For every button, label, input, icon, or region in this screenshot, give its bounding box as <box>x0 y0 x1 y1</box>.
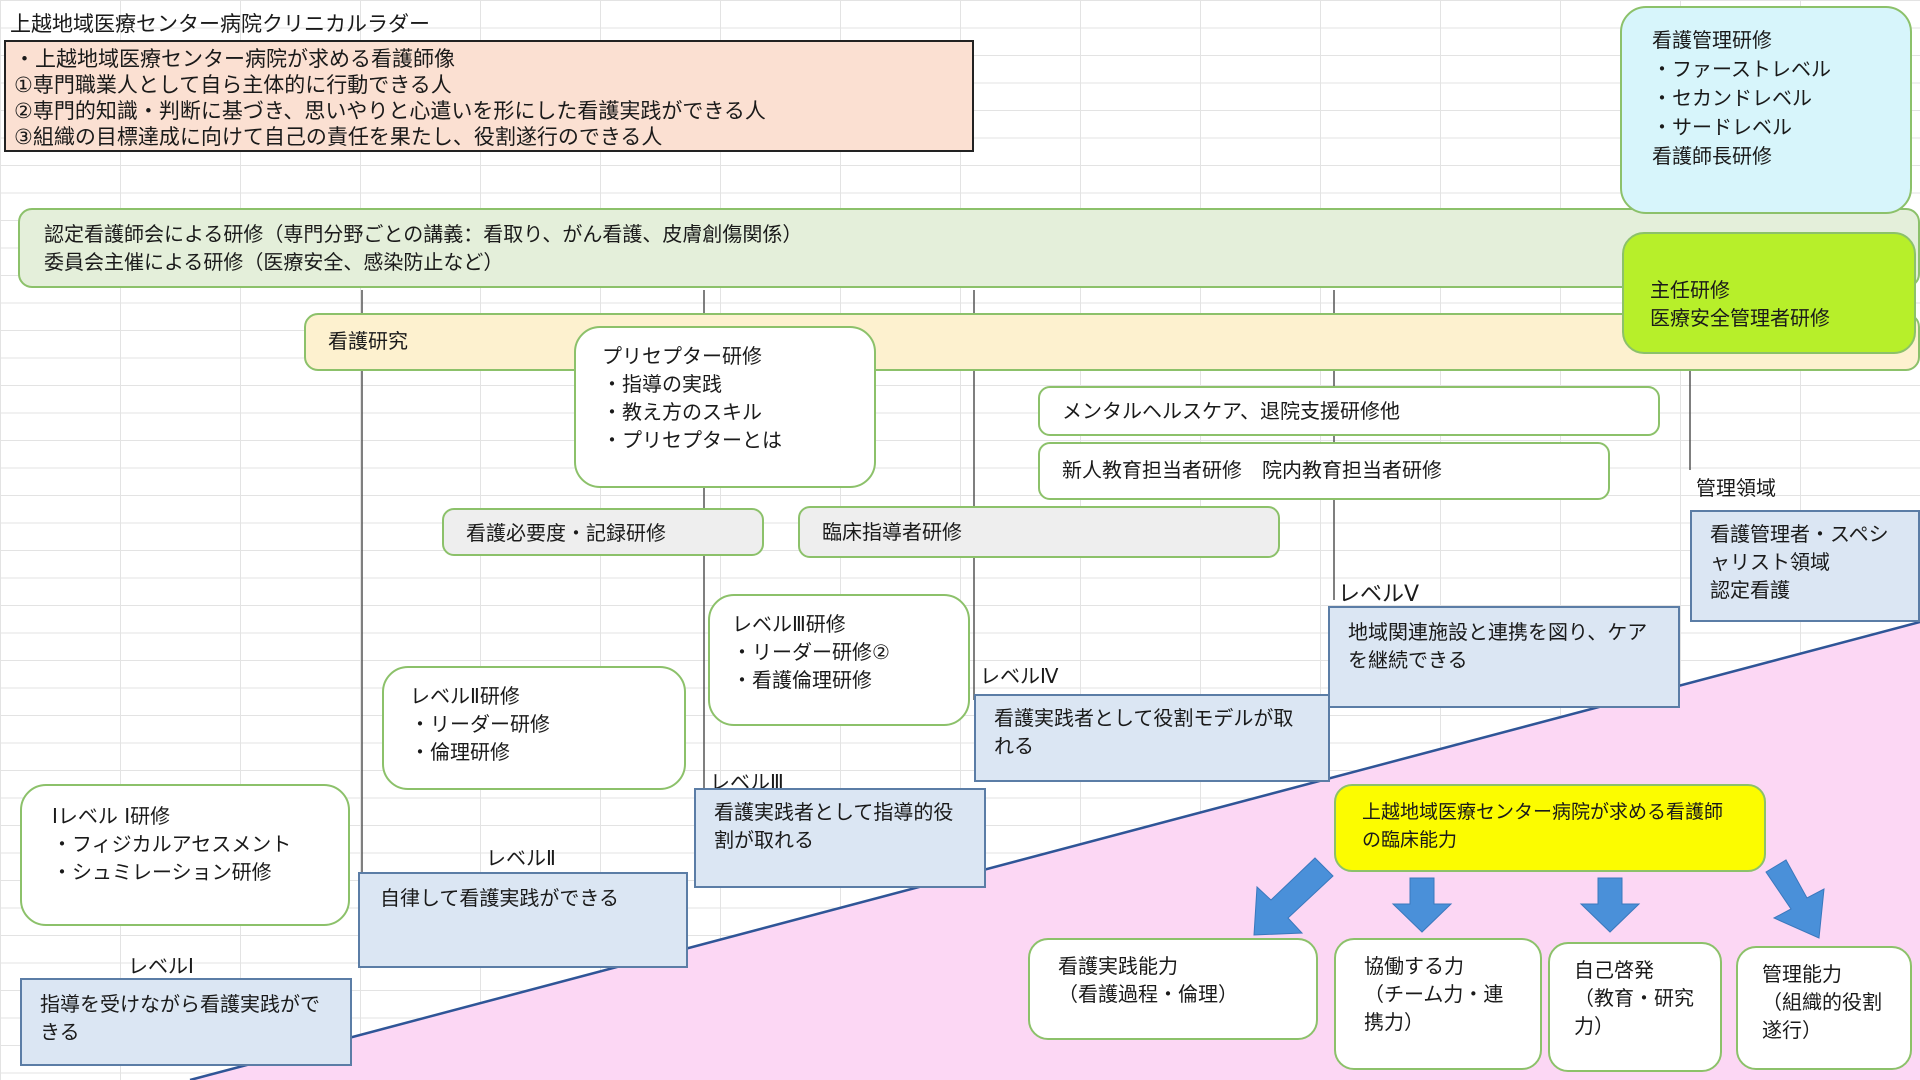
management-domain-text: 看護管理者・スペシャリスト領域 認定看護 <box>1710 522 1889 602</box>
level-2-desc-box: 自律して看護実践ができる <box>358 872 688 968</box>
arrow-1 <box>1253 857 1334 936</box>
level-1-desc: 指導を受けながら看護実践ができる <box>40 992 320 1044</box>
mental-health-label: メンタルヘルスケア、退院支援研修他 <box>1062 399 1400 423</box>
level-4-label: レベルⅣ <box>980 664 1059 688</box>
competency-selfdev: 自己啓発 （教育・研究力） <box>1574 958 1694 1038</box>
arrow-3 <box>1579 877 1641 933</box>
level-2-training-line-2: ・リーダー研修 <box>410 712 550 736</box>
preceptor-line-1: プリセプター研修 <box>602 344 762 368</box>
level-1-training-line-2: ・フィジカルアセスメント <box>52 832 292 856</box>
level-4-desc-box: 看護実践者として役割モデルが取れる <box>974 694 1330 782</box>
level-5-desc-box: 地域関連施設と連携を図り、ケアを継続できる <box>1328 606 1680 708</box>
preceptor-box: プリセプター研修 ・指導の実践 ・教え方のスキル ・プリセプターとは <box>574 326 876 488</box>
level-5-desc: 地域関連施設と連携を図り、ケアを継続できる <box>1348 620 1648 672</box>
level-2-training-line-3: ・倫理研修 <box>410 740 510 764</box>
ideal-nurse-box: ・上越地域医療センター病院が求める看護師像 ①専門職業人として自ら主体的に行動で… <box>4 40 974 152</box>
level-2-desc: 自律して看護実践ができる <box>380 886 619 910</box>
arrow-4 <box>1765 859 1825 939</box>
preceptor-line-2: ・指導の実践 <box>602 372 722 396</box>
ideal-item-2: ②専門的知識・判断に基づき、思いやりと心遣いを形にした看護実践ができる人 <box>14 99 766 123</box>
ideal-heading: ・上越地域医療センター病院が求める看護師像 <box>14 47 455 71</box>
cert-training-line-1: 認定看護師会による研修（専門分野ごとの講義：看取り、がん看護、皮膚創傷関係） <box>44 222 803 246</box>
preceptor-line-4: ・プリセプターとは <box>602 428 782 452</box>
clinical-instructor-box: 臨床指導者研修 <box>798 506 1280 558</box>
arrow-2 <box>1391 877 1453 933</box>
level-4-desc: 看護実践者として役割モデルが取れる <box>994 706 1294 758</box>
competency-collaboration: 協働する力 （チーム力・連携力） <box>1364 954 1504 1034</box>
level-3-training-line-2: ・リーダー研修② <box>732 640 890 664</box>
chief-training-text: 主任研修 医療安全管理者研修 <box>1650 278 1830 330</box>
competency-selfdev-box: 自己啓発 （教育・研究力） <box>1548 942 1722 1072</box>
level-1-desc-box: 指導を受けながら看護実践ができる <box>20 978 352 1066</box>
level-2-label: レベルⅡ <box>486 846 556 870</box>
competency-practice: 看護実践能力 （看護過程・倫理） <box>1058 954 1238 1006</box>
cert-training-band: 認定看護師会による研修（専門分野ごとの講義：看取り、がん看護、皮膚創傷関係） 委… <box>18 208 1920 288</box>
level-3-training-line-3: ・看護倫理研修 <box>732 668 872 692</box>
management-training-line-3: ・セカンドレベル <box>1652 86 1812 110</box>
page-title: 上越地域医療センター病院クリニカルラダー <box>10 12 430 36</box>
management-training-line-2: ・ファーストレベル <box>1652 57 1831 81</box>
level-1-training-box: Ⅰレベル Ⅰ研修 ・フィジカルアセスメント ・シュミレーション研修 <box>20 784 350 926</box>
competency-collaboration-box: 協働する力 （チーム力・連携力） <box>1334 938 1542 1070</box>
educator-training-label: 新人教育担当者研修 院内教育担当者研修 <box>1062 458 1442 482</box>
management-domain-label: 管理領域 <box>1696 476 1776 500</box>
level-3-desc: 看護実践者として指導的役割が取れる <box>714 800 954 852</box>
level-2-training-box: レベルⅡ研修 ・リーダー研修 ・倫理研修 <box>382 666 686 790</box>
management-training-line-5: 看護師長研修 <box>1652 144 1772 168</box>
nursing-need-box: 看護必要度・記録研修 <box>442 508 764 556</box>
management-training-box: 看護管理研修 ・ファーストレベル ・セカンドレベル ・サードレベル 看護師長研修 <box>1620 6 1912 214</box>
nursing-need-label: 看護必要度・記録研修 <box>466 521 666 545</box>
competency-management: 管理能力 （組織的役割遂行） <box>1762 962 1882 1042</box>
clinical-instructor-label: 臨床指導者研修 <box>822 520 962 544</box>
competency-management-box: 管理能力 （組織的役割遂行） <box>1736 946 1912 1070</box>
cert-training-line-2: 委員会主催による研修（医療安全、感染防止など） <box>44 250 504 274</box>
level-3-training-box: レベルⅢ研修 ・リーダー研修② ・看護倫理研修 <box>708 594 970 726</box>
competency-practice-box: 看護実践能力 （看護過程・倫理） <box>1028 938 1318 1040</box>
level-1-training-line-1: Ⅰレベル Ⅰ研修 <box>52 804 171 828</box>
competency-heading-box: 上越地域医療センター病院が求める看護師の臨床能力 <box>1334 784 1766 872</box>
ideal-item-1: ①専門職業人として自ら主体的に行動できる人 <box>14 73 452 97</box>
level-2-training-line-1: レベルⅡ研修 <box>410 684 520 708</box>
chief-training-box: 主任研修 医療安全管理者研修 <box>1622 232 1916 354</box>
management-domain-box: 看護管理者・スペシャリスト領域 認定看護 <box>1690 510 1920 622</box>
mental-health-box: メンタルヘルスケア、退院支援研修他 <box>1038 386 1660 436</box>
level-1-training-line-3: ・シュミレーション研修 <box>52 860 272 884</box>
competency-heading: 上越地域医療センター病院が求める看護師の臨床能力 <box>1362 801 1724 851</box>
educator-training-box: 新人教育担当者研修 院内教育担当者研修 <box>1038 442 1610 500</box>
ideal-item-3: ③組織の目標達成に向けて自己の責任を果たし、役割遂行のできる人 <box>14 125 663 149</box>
management-training-line-1: 看護管理研修 <box>1652 28 1772 52</box>
level-3-desc-box: 看護実践者として指導的役割が取れる <box>694 788 986 888</box>
preceptor-line-3: ・教え方のスキル <box>602 400 762 424</box>
management-training-line-4: ・サードレベル <box>1652 115 1792 139</box>
level-5-label: レベルⅤ <box>1338 582 1420 607</box>
level-3-training-line-1: レベルⅢ研修 <box>732 612 846 636</box>
nursing-research-label: 看護研究 <box>328 329 408 353</box>
level-1-label: レベルⅠ <box>128 954 194 978</box>
